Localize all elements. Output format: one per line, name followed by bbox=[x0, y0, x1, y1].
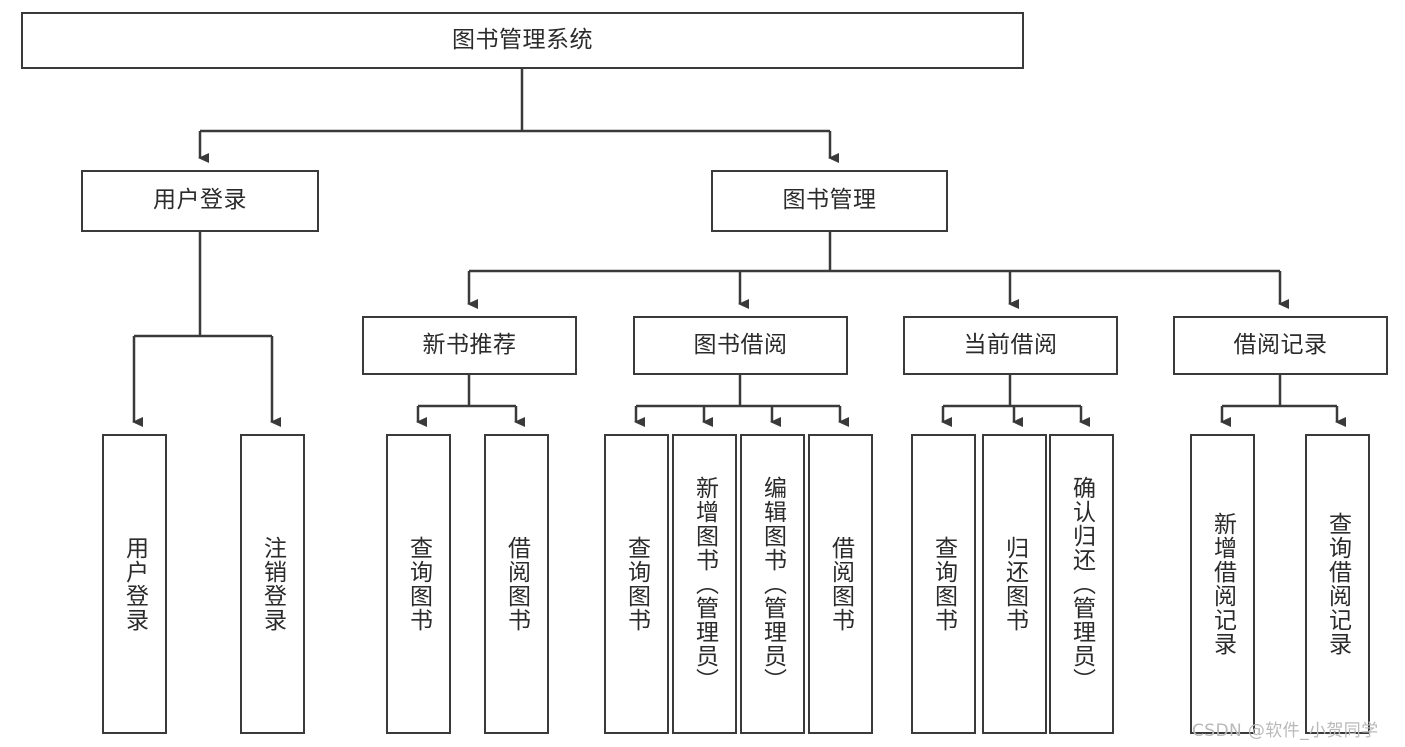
node-leaf-query-book-3[interactable]: 查询图书 bbox=[911, 434, 976, 734]
node-leaf-user-logout-label: 注销登录 bbox=[259, 536, 286, 632]
node-book-borrow-label: 图书借阅 bbox=[693, 331, 788, 358]
node-leaf-borrow-book-2-label: 借阅图书 bbox=[827, 536, 854, 632]
node-leaf-query-book-1-label: 查询图书 bbox=[405, 536, 432, 632]
node-user-login-label: 用户登录 bbox=[153, 187, 247, 214]
node-new-book-recommend-label: 新书推荐 bbox=[422, 331, 517, 358]
node-new-book-recommend[interactable]: 新书推荐 bbox=[362, 316, 577, 375]
edge-newbook-to-leaves bbox=[416, 375, 525, 427]
node-leaf-confirm-return-admin-label: 确认归还（管理员） bbox=[1068, 476, 1095, 692]
node-leaf-query-book-2-label: 查询图书 bbox=[623, 536, 650, 632]
node-leaf-query-borrow-record-label: 查询借阅记录 bbox=[1324, 512, 1351, 656]
node-leaf-user-login-label: 用户登录 bbox=[121, 536, 148, 632]
node-leaf-user-login[interactable]: 用户登录 bbox=[102, 434, 167, 734]
node-leaf-borrow-book-2[interactable]: 借阅图书 bbox=[808, 434, 873, 734]
edge-currentborrow-to-leaves bbox=[941, 375, 1090, 427]
node-leaf-query-book-2[interactable]: 查询图书 bbox=[604, 434, 669, 734]
node-current-borrow[interactable]: 当前借阅 bbox=[903, 316, 1118, 375]
node-user-login[interactable]: 用户登录 bbox=[81, 170, 319, 232]
edge-bookborrow-to-leaves bbox=[634, 375, 849, 427]
node-current-borrow-label: 当前借阅 bbox=[963, 331, 1058, 358]
node-leaf-query-book-1[interactable]: 查询图书 bbox=[386, 434, 451, 734]
node-borrow-record[interactable]: 借阅记录 bbox=[1173, 316, 1388, 375]
node-borrow-record-label: 借阅记录 bbox=[1233, 331, 1328, 358]
node-leaf-edit-book-admin-label: 编辑图书（管理员） bbox=[759, 476, 786, 692]
node-book-borrow[interactable]: 图书借阅 bbox=[633, 316, 848, 375]
node-leaf-borrow-book-1-label: 借阅图书 bbox=[503, 536, 530, 632]
node-leaf-user-logout[interactable]: 注销登录 bbox=[240, 434, 305, 734]
node-leaf-add-book-admin-label: 新增图书（管理员） bbox=[691, 476, 718, 692]
node-leaf-query-book-3-label: 查询图书 bbox=[930, 536, 957, 632]
node-root-label: 图书管理系统 bbox=[452, 26, 593, 53]
node-leaf-add-borrow-record-label: 新增借阅记录 bbox=[1209, 512, 1236, 656]
edge-bookmanage-to-level2 bbox=[467, 232, 1289, 309]
node-leaf-return-book-label: 归还图书 bbox=[1001, 536, 1028, 632]
node-leaf-add-borrow-record[interactable]: 新增借阅记录 bbox=[1190, 434, 1255, 734]
edge-userlogin-to-leaves bbox=[132, 232, 281, 427]
node-book-manage[interactable]: 图书管理 bbox=[711, 170, 948, 232]
node-leaf-query-borrow-record[interactable]: 查询借阅记录 bbox=[1305, 434, 1370, 734]
node-root[interactable]: 图书管理系统 bbox=[21, 12, 1024, 69]
node-book-manage-label: 图书管理 bbox=[782, 187, 877, 214]
node-leaf-return-book[interactable]: 归还图书 bbox=[982, 434, 1047, 734]
node-leaf-borrow-book-1[interactable]: 借阅图书 bbox=[484, 434, 549, 734]
node-leaf-edit-book-admin[interactable]: 编辑图书（管理员） bbox=[740, 434, 805, 734]
node-leaf-add-book-admin[interactable]: 新增图书（管理员） bbox=[672, 434, 737, 734]
edge-root-to-level1 bbox=[198, 69, 839, 163]
csdn-watermark: CSDN @软件_小贺同学 bbox=[1192, 721, 1379, 741]
edge-borrowrecord-to-leaves bbox=[1220, 375, 1346, 427]
node-leaf-confirm-return-admin[interactable]: 确认归还（管理员） bbox=[1049, 434, 1114, 734]
